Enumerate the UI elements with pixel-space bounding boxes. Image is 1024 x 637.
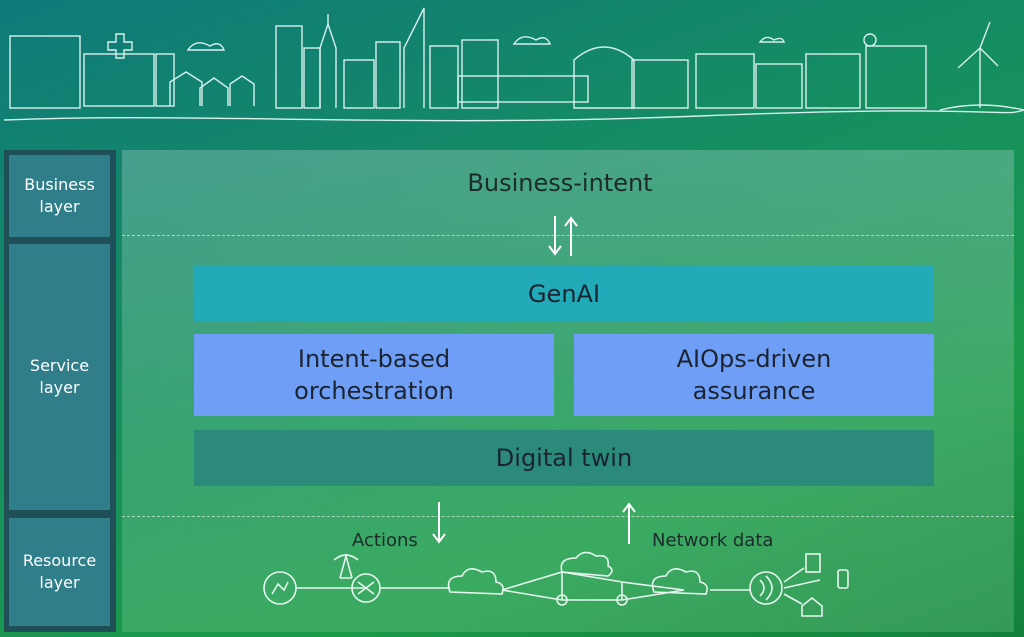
digital-twin-bar: Digital twin — [194, 430, 934, 486]
resource-layer-label: Resource layer — [9, 518, 110, 626]
city-skyline-illustration — [3, 7, 1024, 122]
layer-column: Business layer Service layer Resource la… — [4, 150, 116, 632]
actions-down-arrow — [432, 502, 446, 544]
network-data-label: Network data — [652, 530, 774, 551]
business-intent-label: Business-intent — [467, 169, 653, 197]
service-layer-label: Service layer — [9, 244, 110, 510]
aiops-assurance-box: AIOps-driven assurance — [574, 334, 934, 416]
business-layer-label: Business layer — [9, 155, 110, 237]
actions-label: Actions — [352, 530, 418, 551]
intent-orchestration-box: Intent-based orchestration — [194, 334, 554, 416]
genai-bar: GenAI — [194, 266, 934, 322]
business-service-divider — [122, 235, 1014, 236]
intent-exchange-arrows — [548, 216, 578, 256]
network-topology-illustration — [263, 551, 849, 617]
service-resource-divider — [122, 516, 1014, 517]
network-data-up-arrow — [622, 502, 636, 544]
